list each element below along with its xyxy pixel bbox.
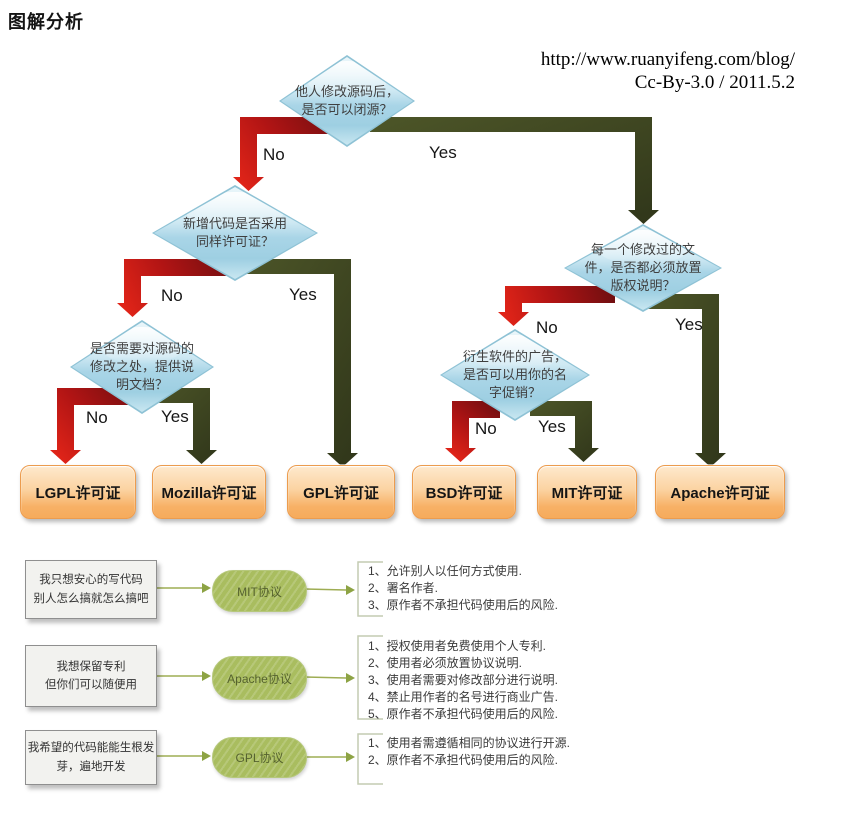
license-box-mit: MIT许可证 bbox=[537, 465, 637, 519]
attribution-license: Cc-By-3.0 / 2011.5.2 bbox=[634, 72, 795, 93]
page-title: 图解分析 bbox=[8, 12, 84, 32]
decision-copyright-notice: 每一个修改过的文 件，是否都必须放置 版权说明？ bbox=[564, 224, 722, 312]
list-item: 1、授权使用者免费使用个人专利. bbox=[368, 639, 547, 653]
branch-label-no: No bbox=[263, 145, 285, 164]
decision-text-line: 他人修改源码后， bbox=[294, 83, 399, 99]
need-box-apache: 我想保留专利 但你们可以随便用 bbox=[25, 645, 157, 707]
decision-text: 衍生软件的广告， 是否可以用你的名 字促销？ bbox=[440, 329, 590, 421]
list-bracket-row1 bbox=[357, 561, 383, 617]
decision-text-line: 是否需要对源码的 bbox=[89, 340, 194, 356]
list-item: 1、允许别人以任何方式使用. bbox=[368, 564, 523, 578]
decision-text-line: 同样许可证？ bbox=[195, 234, 274, 249]
license-points-apache: 1、授权使用者免费使用个人专利. 2、使用者必须放置协议说明. 3、使用者需要对… bbox=[368, 638, 658, 723]
decision-same-license: 新增代码是否采用 同样许可证？ bbox=[152, 185, 318, 281]
branch-label-no: No bbox=[86, 408, 108, 427]
protocol-pill-apache: Apache协议 bbox=[212, 656, 307, 700]
yes-arrow-to-apache bbox=[640, 294, 726, 467]
yes-arrow-to-gpl bbox=[234, 259, 358, 467]
no-arrow-to-lgpl bbox=[50, 388, 145, 464]
need-line: 芽，遍地开发 bbox=[56, 760, 126, 773]
license-box-mozilla: Mozilla许可证 bbox=[152, 465, 266, 519]
yes-arrow-to-mit bbox=[530, 401, 599, 462]
need-line: 我只想安心的写代码 bbox=[39, 574, 143, 587]
list-bracket-row2 bbox=[357, 635, 383, 720]
connector-row1 bbox=[155, 583, 355, 595]
decision-document-changes: 是否需要对源码的 修改之处，提供说 明文档？ bbox=[70, 320, 214, 414]
need-line: 但你们可以随便用 bbox=[45, 679, 137, 691]
list-item: 1、使用者需遵循相同的协议进行开源. bbox=[368, 736, 571, 750]
list-item: 2、署名作者. bbox=[368, 581, 439, 595]
connector-row3 bbox=[155, 751, 355, 762]
yes-arrow-to-mozilla bbox=[140, 388, 217, 464]
need-line: 我想保留专利 bbox=[56, 660, 126, 673]
protocol-pill-gpl: GPL协议 bbox=[212, 737, 307, 778]
connector-row2 bbox=[155, 671, 355, 683]
decision-text-line: 衍生软件的广告， bbox=[462, 348, 567, 364]
decision-text-line: 版权说明？ bbox=[610, 278, 676, 294]
license-box-lgpl: LGPL许可证 bbox=[20, 465, 136, 519]
branch-label-yes: Yes bbox=[429, 143, 457, 162]
list-bracket-row3 bbox=[357, 733, 383, 785]
attribution: http://www.ruanyifeng.com/blog/ Cc-By-3.… bbox=[541, 48, 795, 94]
decision-text: 每一个修改过的文 件，是否都必须放置 版权说明？ bbox=[564, 224, 722, 312]
list-item: 5、原作者不承担代码使用后的风险. bbox=[368, 707, 559, 721]
decision-name-promotion: 衍生软件的广告， 是否可以用你的名 字促销？ bbox=[440, 329, 590, 421]
need-line: 别人怎么搞就怎么搞吧 bbox=[33, 592, 149, 605]
need-box-mit: 我只想安心的写代码 别人怎么搞就怎么搞吧 bbox=[25, 560, 157, 619]
no-arrow-to-bsd bbox=[445, 401, 500, 462]
no-arrow-to-document-changes bbox=[117, 259, 236, 317]
branch-label-yes: Yes bbox=[538, 417, 566, 436]
no-arrow-to-name-promotion bbox=[498, 286, 615, 326]
branch-label-yes: Yes bbox=[289, 285, 317, 304]
decision-text: 是否需要对源码的 修改之处，提供说 明文档？ bbox=[70, 320, 214, 414]
branch-label-yes: Yes bbox=[161, 407, 189, 426]
yes-arrow-to-copyright-notice bbox=[370, 117, 659, 224]
decision-text-line: 字促销？ bbox=[488, 385, 541, 401]
branch-label-yes: Yes bbox=[675, 315, 703, 334]
need-box-gpl: 我希望的代码能能生根发 芽，遍地开发 bbox=[25, 730, 157, 785]
list-item: 3、使用者需要对修改部分进行说明. bbox=[368, 673, 559, 687]
decision-text-line: 每一个修改过的文 bbox=[590, 241, 695, 257]
license-box-apache: Apache许可证 bbox=[655, 465, 785, 519]
list-item: 2、原作者不承担代码使用后的风险. bbox=[368, 753, 559, 767]
branch-label-no: No bbox=[161, 286, 183, 305]
decision-text-line: 件，是否都必须放置 bbox=[584, 259, 702, 275]
decision-text-line: 新增代码是否采用 bbox=[182, 215, 287, 231]
list-item: 4、禁止用作者的名号进行商业广告. bbox=[368, 690, 559, 704]
decision-text-line: 是否可以闭源？ bbox=[301, 102, 393, 117]
branch-label-no: No bbox=[536, 318, 558, 337]
license-points-mit: 1、允许别人以任何方式使用. 2、署名作者. 3、原作者不承担代码使用后的风险. bbox=[368, 563, 658, 614]
decision-text-line: 修改之处，提供说 bbox=[89, 358, 194, 374]
decision-text-line: 明文档？ bbox=[115, 377, 168, 393]
license-points-gpl: 1、使用者需遵循相同的协议进行开源. 2、原作者不承担代码使用后的风险. bbox=[368, 735, 658, 769]
decision-text: 他人修改源码后， 是否可以闭源？ bbox=[279, 55, 415, 147]
list-item: 3、原作者不承担代码使用后的风险. bbox=[368, 598, 559, 612]
decision-text-line: 是否可以用你的名 bbox=[462, 366, 567, 382]
need-line: 我希望的代码能能生根发 bbox=[27, 742, 155, 755]
protocol-pill-mit: MIT协议 bbox=[212, 570, 307, 612]
license-box-bsd: BSD许可证 bbox=[412, 465, 516, 519]
decision-text: 新增代码是否采用 同样许可证？ bbox=[152, 185, 318, 281]
attribution-url: http://www.ruanyifeng.com/blog/ bbox=[540, 49, 795, 70]
license-box-gpl: GPL许可证 bbox=[287, 465, 395, 519]
decision-can-close-source: 他人修改源码后， 是否可以闭源？ bbox=[279, 55, 415, 147]
list-item: 2、使用者必须放置协议说明. bbox=[368, 656, 523, 670]
branch-label-no: No bbox=[475, 419, 497, 438]
